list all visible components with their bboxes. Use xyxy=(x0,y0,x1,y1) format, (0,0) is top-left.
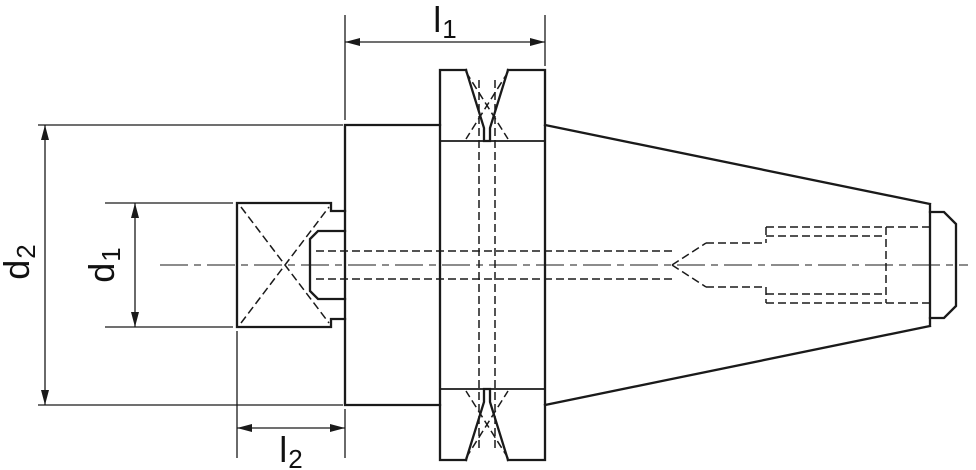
drill-point-hidden xyxy=(671,242,707,288)
flange-groove-hidden-top-x xyxy=(465,71,509,140)
d2-extension-lines xyxy=(38,124,343,406)
taper-cone-outline xyxy=(543,123,932,407)
dimension-d1 xyxy=(105,202,233,328)
dimension-l2 xyxy=(236,331,346,458)
l2-arrow-left xyxy=(237,424,252,432)
dimension-label-d1-base: d xyxy=(81,262,122,283)
dimension-label-d1-sub: 1 xyxy=(95,247,126,262)
d1-arrow-bottom xyxy=(131,312,139,327)
l1-arrow-right xyxy=(530,38,545,46)
dimension-d2 xyxy=(38,124,343,406)
l1-extension-lines xyxy=(344,15,546,120)
body-outline xyxy=(343,123,442,407)
dimension-label-d2-base: d xyxy=(0,259,37,280)
pilot-bore-hidden xyxy=(706,242,766,288)
dimension-label-l1-base: l xyxy=(433,0,442,40)
flange-groove-hidden-bottom-x xyxy=(465,390,509,459)
l1-arrow-left xyxy=(345,38,360,46)
thread-bore-minor-hidden xyxy=(766,235,886,295)
arbor-sleeve-outline xyxy=(235,201,347,329)
flange-groove-root-lines xyxy=(439,140,546,390)
dimension-label-l1-sub: 1 xyxy=(442,13,457,44)
d1-arrow-top xyxy=(131,203,139,218)
l2-arrow-right xyxy=(330,424,345,432)
dimension-label-l2-base: l xyxy=(279,429,288,470)
dimensions xyxy=(38,15,546,458)
arbor-internal-taper-hidden xyxy=(240,206,330,324)
d2-arrow-bottom xyxy=(41,390,49,405)
dimension-label-d2-sub: 2 xyxy=(10,244,41,259)
l2-extension-lines xyxy=(236,331,346,458)
d1-extension-lines xyxy=(105,202,233,328)
taper-end-cap-outline xyxy=(928,210,958,320)
dimension-l1 xyxy=(344,15,546,120)
flange-outline xyxy=(438,68,547,462)
dimension-label-l2-sub: 2 xyxy=(288,443,303,470)
d2-arrow-top xyxy=(41,125,49,140)
outline-solid xyxy=(235,68,958,462)
thread-bore-major-hidden xyxy=(766,226,930,304)
arbor-pilot-boss-outline xyxy=(308,229,347,301)
